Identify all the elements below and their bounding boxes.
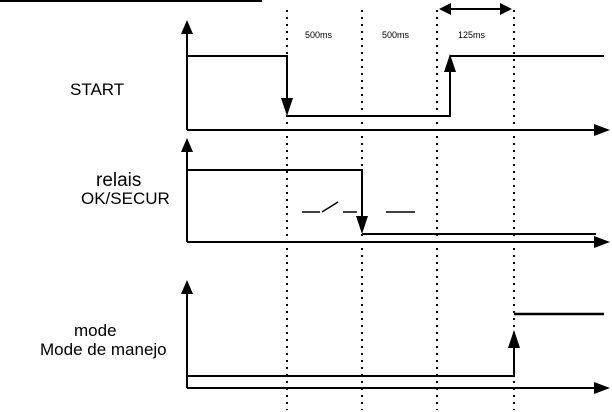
relais-label: relais: [96, 170, 141, 191]
mode-sublabel: Mode de manejo: [40, 340, 167, 359]
interval-dimension-arrow: [439, 3, 512, 15]
mode-signal: mode Mode de manejo: [40, 280, 610, 394]
start-label: START: [70, 80, 124, 99]
interval-label-3: 125ms: [458, 30, 486, 40]
mode-label: mode: [74, 321, 117, 340]
start-signal: START: [70, 20, 610, 136]
relais-signal: relais OK/SECUR: [81, 138, 610, 248]
time-markers: [286, 10, 515, 410]
interval-label-1: 500ms: [305, 30, 333, 40]
interval-label-2: 500ms: [382, 30, 410, 40]
relais-sublabel: OK/SECUR: [81, 189, 170, 208]
interval-labels: 500ms 500ms 125ms: [305, 30, 486, 40]
